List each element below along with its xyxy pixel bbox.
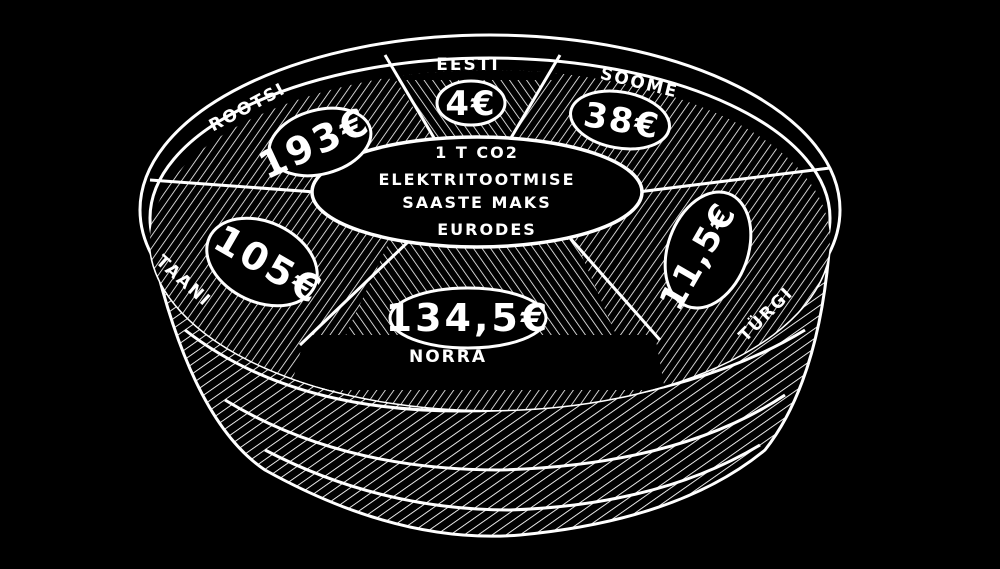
value-ovals — [205, 79, 753, 350]
country-norra: NORRA — [409, 347, 487, 367]
center-line-2: ELEKTRITOOTMISE — [379, 170, 576, 189]
country-eesti: EESTI — [436, 55, 499, 75]
center-ellipse — [310, 135, 644, 249]
center-line-4: EURODES — [437, 220, 537, 239]
center-line-1: 1 T CO2 — [435, 143, 519, 162]
center-line-3: SAASTE MAKS — [402, 193, 551, 212]
value-norra: 134,5€ — [386, 296, 551, 340]
value-eesti: 4€ — [445, 84, 496, 124]
segment-dividers — [149, 54, 831, 347]
